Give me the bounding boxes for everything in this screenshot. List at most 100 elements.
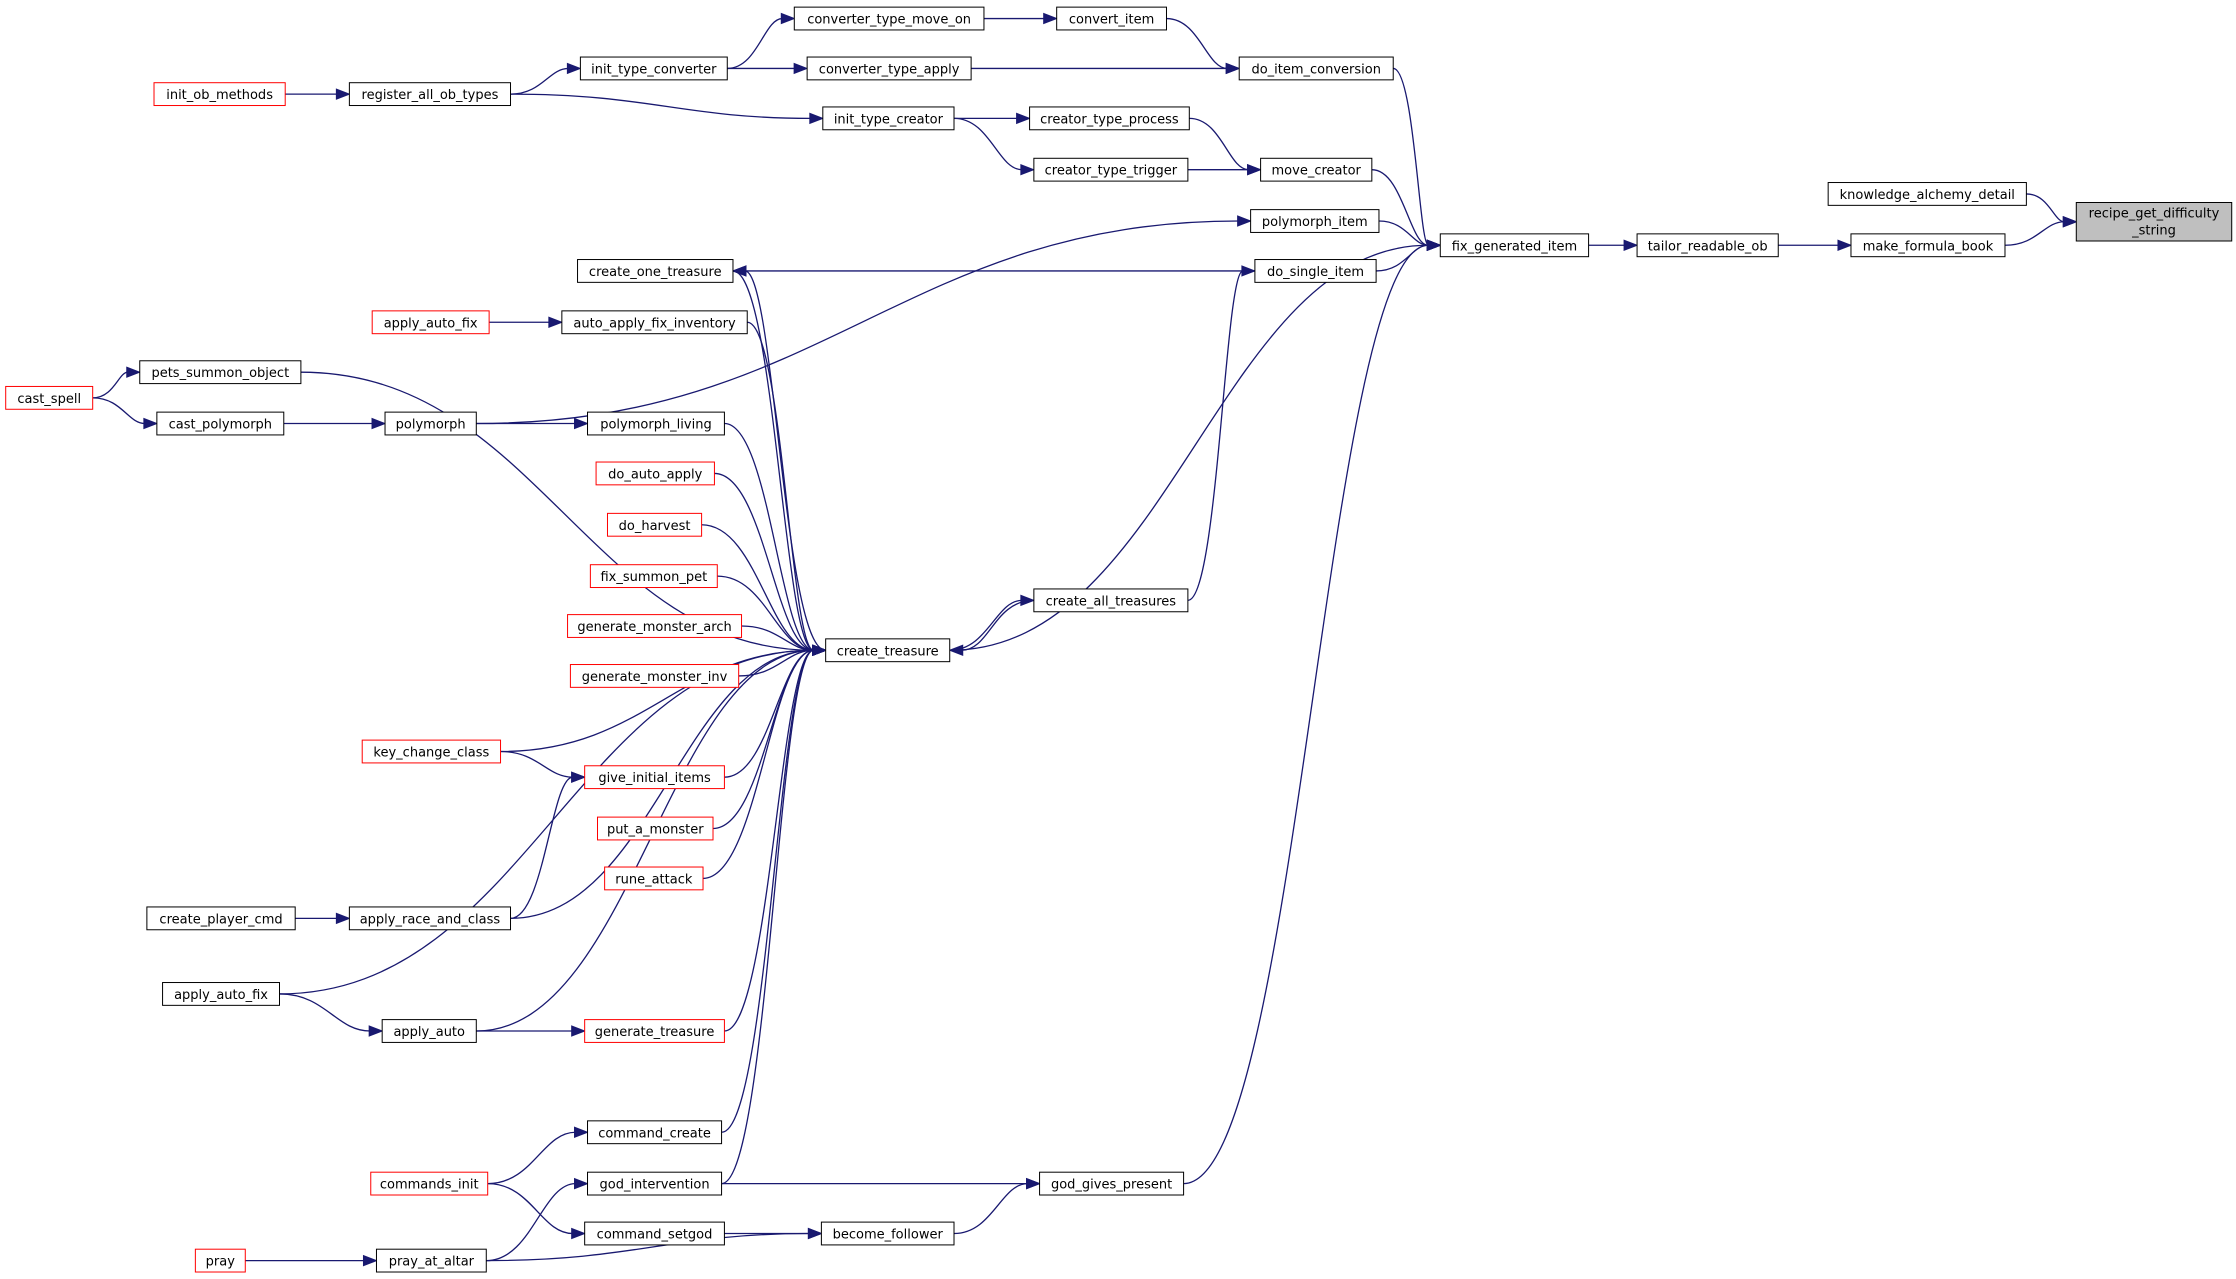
node-label: cast_spell [17, 392, 81, 407]
node-put-a-monster[interactable]: put_a_monster [597, 816, 714, 841]
node-apply-race-and-class[interactable]: apply_race_and_class [348, 906, 512, 931]
node-create-player-cmd[interactable]: create_player_cmd [146, 906, 296, 931]
node-fix-summon-pet[interactable]: fix_summon_pet [589, 564, 718, 589]
edge-apply-auto-fix-to-create-treasure [279, 644, 828, 995]
node-cast-polymorph[interactable]: cast_polymorph [156, 411, 285, 436]
edge-arrowhead [566, 62, 582, 75]
edge-apply-auto-fix-to-apply-auto [279, 993, 384, 1037]
edge-command-create-to-create-treasure [721, 644, 828, 1133]
node-creator-type-trigger[interactable]: creator_type_trigger [1033, 157, 1189, 182]
node-create-treasure[interactable]: create_treasure [825, 638, 951, 663]
node-converter-type-apply[interactable]: converter_type_apply [806, 56, 972, 81]
node-knowledge-alchemy-detail[interactable]: knowledge_alchemy_detail [1827, 182, 2027, 206]
node-box [587, 411, 725, 436]
node-do-single-item[interactable]: do_single_item [1254, 259, 1377, 283]
edge-line [2026, 193, 2065, 223]
node-do-harvest[interactable]: do_harvest [606, 512, 703, 537]
edge-line [487, 1182, 573, 1235]
node-polymorph-living[interactable]: polymorph_living [587, 411, 725, 436]
node-label: pets_summon_object [151, 366, 289, 381]
node-polymorph-item[interactable]: polymorph_item [1250, 209, 1380, 233]
node-label: create_one_treasure [589, 265, 722, 280]
node-god-intervention[interactable]: god_intervention [587, 1171, 723, 1196]
edge-line [487, 1131, 576, 1185]
node-generate-treasure[interactable]: generate_treasure [584, 1019, 725, 1043]
edge-line [300, 371, 814, 651]
node-apply-auto[interactable]: apply_auto [381, 1019, 477, 1043]
node-label: creator_type_trigger [1045, 164, 1178, 179]
node-auto-apply-fix-inventory[interactable]: auto_apply_fix_inventory [561, 310, 748, 335]
edge-apply-auto-fix-red-to-auto-apply-fix-inventory [489, 316, 564, 329]
edge-apply-race-and-class-to-give-initial-items [510, 771, 587, 920]
node-generate-monster-inv[interactable]: generate_monster_inv [569, 664, 740, 688]
node-pets-summon-object[interactable]: pets_summon_object [139, 360, 302, 385]
edge-commands-init-to-command-create [487, 1126, 589, 1185]
node-key-change-class[interactable]: key_change_class [361, 739, 502, 764]
node-box [153, 82, 286, 107]
node-make-formula-book[interactable]: make_formula_book [1850, 233, 2006, 258]
node-label: pray_at_altar [389, 1255, 475, 1270]
node-label-line2: _string [2131, 224, 2176, 239]
node-apply-auto-fix-red[interactable]: apply_auto_fix [371, 310, 490, 335]
node-converter-type-move-on[interactable]: converter_type_move_on [793, 6, 985, 31]
node-do-auto-apply[interactable]: do_auto_apply [595, 461, 715, 486]
node-pray-at-altar[interactable]: pray_at_altar [375, 1248, 487, 1273]
node-polymorph[interactable]: polymorph [384, 411, 477, 436]
node-label: polymorph [396, 418, 466, 433]
edge-pets-summon-object-to-create-treasure [300, 371, 828, 656]
edge-tailor-readable-ob-to-make-formula-book [1778, 239, 1853, 252]
node-label: create_treasure [837, 644, 939, 659]
node-command-create[interactable]: command_create [587, 1120, 723, 1145]
node-god-gives-present[interactable]: god_gives_present [1039, 1171, 1185, 1196]
edge-do-single-item-to-create-one-treasure [731, 265, 1255, 277]
node-creator-type-process[interactable]: creator_type_process [1029, 106, 1190, 131]
edge-do-item-conversion-to-fix-generated-item [1392, 67, 1442, 252]
edge-line [510, 93, 811, 120]
edge-line [724, 649, 814, 1032]
node-box [561, 310, 748, 335]
node-give-initial-items[interactable]: give_initial_items [584, 765, 725, 790]
node-command-setgod[interactable]: command_setgod [584, 1221, 725, 1246]
node-label: give_initial_items [598, 771, 711, 786]
node-commands-init[interactable]: commands_init [370, 1171, 489, 1196]
node-label: make_formula_book [1863, 239, 1994, 254]
node-label: move_creator [1272, 164, 1362, 179]
node-rune-attack[interactable]: rune_attack [604, 866, 704, 891]
node-create-all-treasures[interactable]: create_all_treasures [1033, 588, 1189, 613]
node-label: apply_race_and_class [360, 912, 501, 927]
node-label: knowledge_alchemy_detail [1840, 188, 2015, 203]
edge-line [1166, 17, 1228, 70]
node-box [1039, 1171, 1185, 1196]
node-label: do_auto_apply [608, 467, 703, 482]
node-init-ob-methods[interactable]: init_ob_methods [153, 82, 286, 107]
edge-become-follower-to-god-gives-present [954, 1177, 1041, 1235]
edge-register-all-ob-types-to-init-type-converter [510, 62, 582, 95]
node-register-all-ob-types[interactable]: register_all_ob_types [348, 82, 512, 107]
edge-arrowhead [126, 366, 142, 378]
node-init-type-converter[interactable]: init_type_converter [579, 56, 728, 81]
edge-create-treasure-to-create-all-treasures [949, 594, 1036, 651]
node-do-item-conversion[interactable]: do_item_conversion [1238, 56, 1394, 81]
node-init-type-creator[interactable]: init_type_creator [822, 106, 955, 131]
node-apply-auto-fix[interactable]: apply_auto_fix [162, 982, 280, 1006]
node-generate-monster-arch[interactable]: generate_monster_arch [567, 614, 743, 638]
edge-line [727, 17, 783, 70]
edge-register-all-ob-types-to-init-type-creator [510, 93, 825, 125]
node-become-follower[interactable]: become_follower [820, 1221, 955, 1246]
node-tailor-readable-ob[interactable]: tailor_readable_ob [1636, 233, 1779, 258]
node-box [5, 385, 94, 410]
edge-give-initial-items-to-create-treasure [724, 644, 828, 778]
node-box [1238, 56, 1394, 81]
node-fix-generated-item[interactable]: fix_generated_item [1439, 233, 1590, 258]
edge-arrowhead [807, 1227, 823, 1240]
node-move-creator[interactable]: move_creator [1260, 157, 1373, 182]
node-convert-item[interactable]: convert_item [1056, 6, 1167, 31]
edge-arrowhead [574, 1177, 589, 1190]
node-create-one-treasure[interactable]: create_one_treasure [577, 259, 734, 283]
node-box [606, 512, 703, 537]
node-pray[interactable]: pray [194, 1248, 246, 1273]
node-cast-spell[interactable]: cast_spell [5, 385, 94, 410]
node-focus[interactable]: recipe_get_difficulty_string [2075, 201, 2233, 242]
edge-arrowhead [1043, 12, 1059, 25]
